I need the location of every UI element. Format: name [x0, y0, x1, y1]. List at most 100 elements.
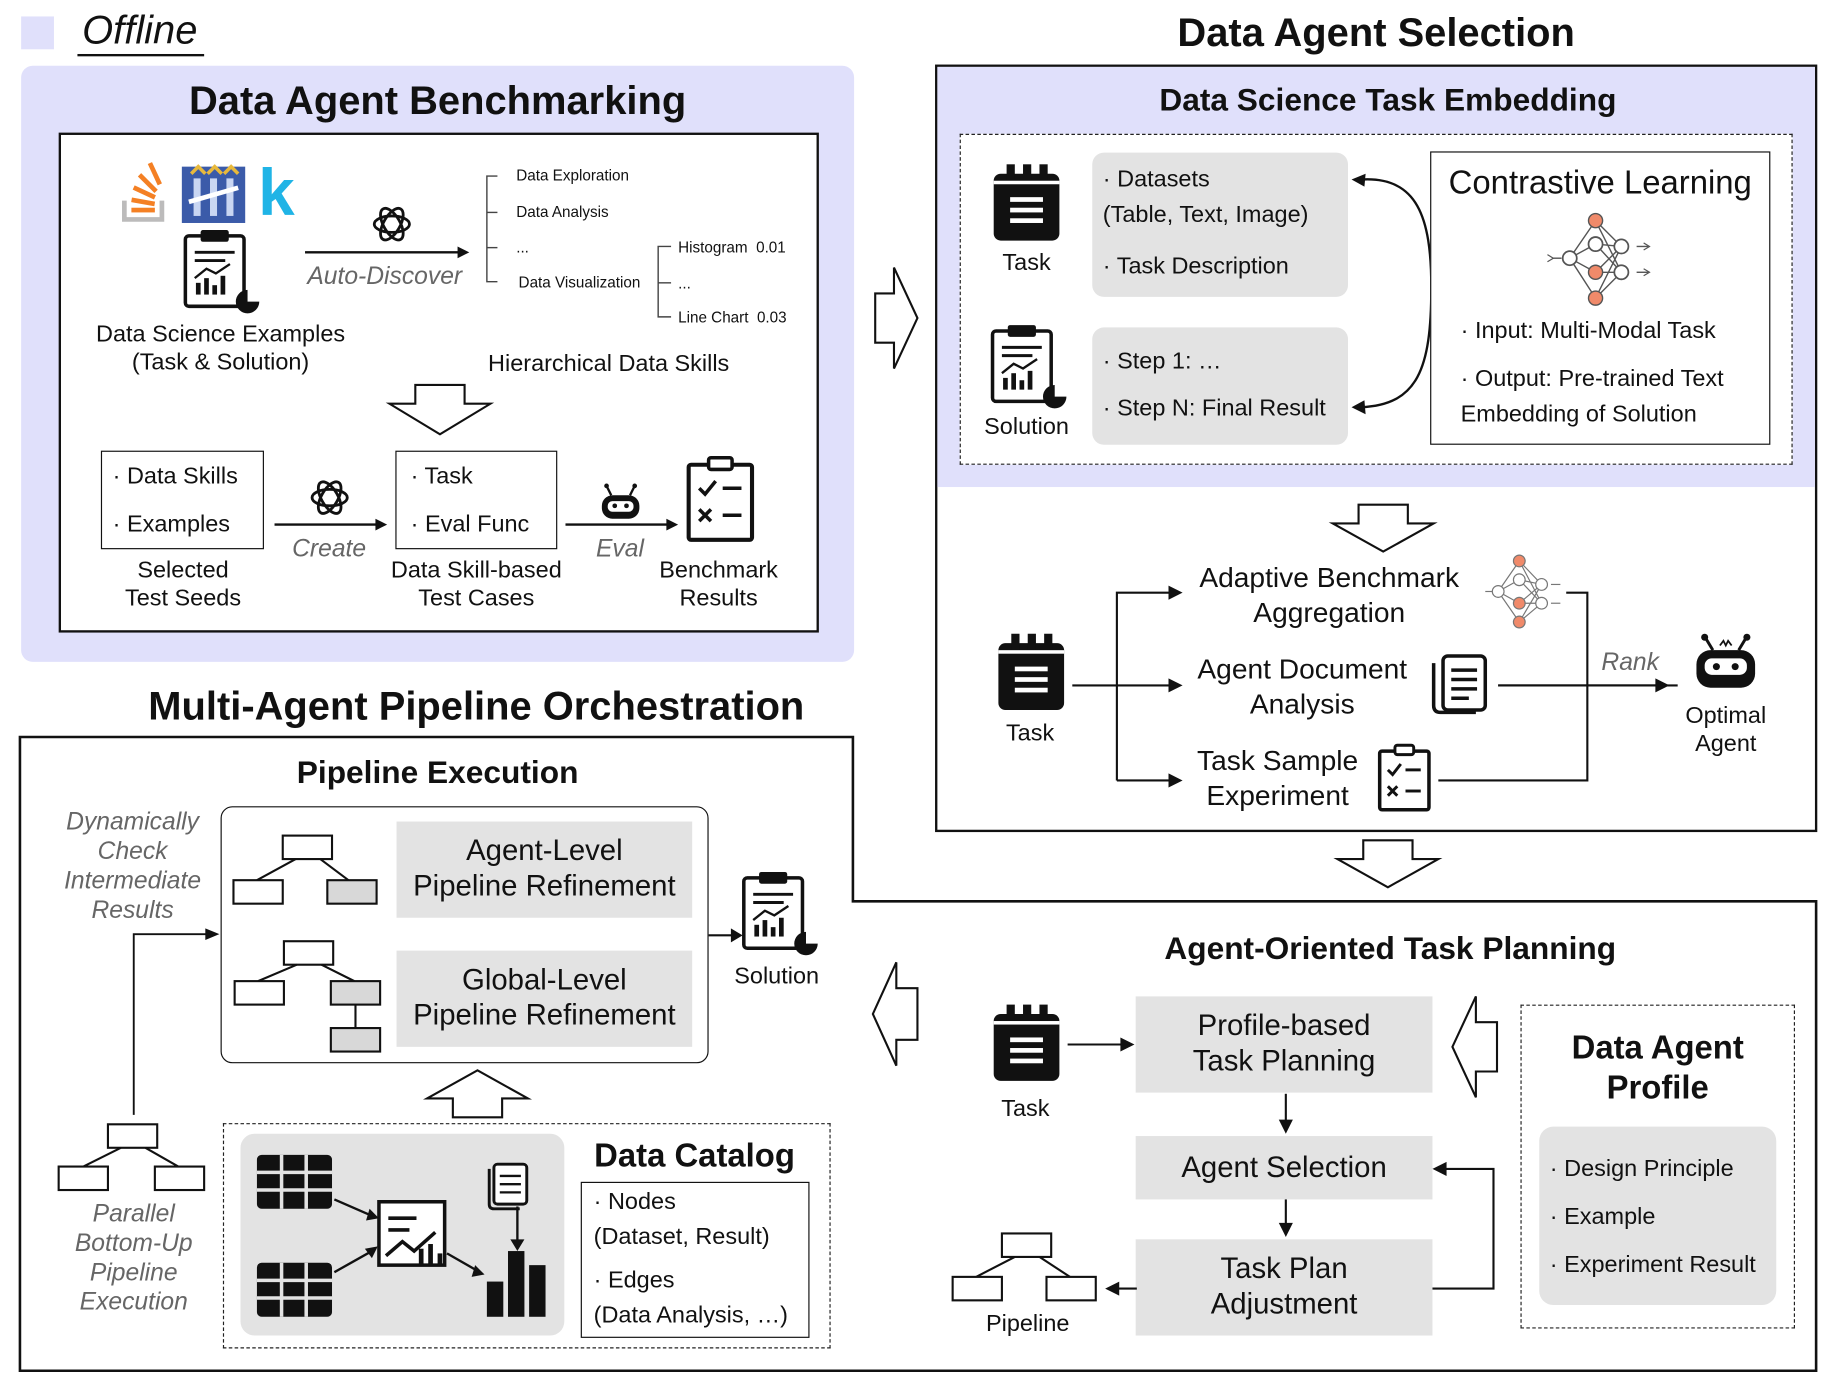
pipeline-tree-icon — [233, 940, 382, 1053]
to-pipeline-arrow — [1105, 1281, 1137, 1296]
checklist-icon — [686, 455, 755, 542]
seed-item-examples: · Examples — [112, 511, 230, 538]
down-connector-arrow — [1278, 1199, 1293, 1237]
left-arrow-icon — [871, 961, 919, 1067]
catalog-edges-detail: (Data Analysis, …) — [593, 1302, 788, 1329]
skill-hierarchy-lines — [486, 175, 672, 318]
stackoverflow-icon — [122, 162, 165, 222]
rank-arrow — [1498, 678, 1670, 693]
data-catalog-box — [222, 1123, 831, 1349]
examples-caption: Data Science Examples(Task & Solution) — [96, 321, 346, 376]
task-label-2: Task — [1005, 720, 1055, 747]
auto-discover-label: Auto-Discover — [307, 262, 463, 290]
task-label-3: Task — [1001, 1096, 1050, 1122]
report-icon — [183, 230, 260, 314]
selection-title: Data Agent Selection — [1177, 10, 1575, 56]
profile-items-box — [1539, 1126, 1777, 1306]
catalog-graph-icon — [256, 1154, 546, 1317]
create-label: Create — [292, 535, 367, 563]
parallel-pipeline-connector — [57, 928, 220, 1192]
down-connector-arrow — [1278, 1093, 1293, 1134]
profile-item-experiment-result: · Experiment Result — [1549, 1252, 1756, 1279]
up-arrow-icon — [422, 1069, 532, 1119]
case-item-eval-func: · Eval Func — [410, 511, 530, 538]
task-label: Task — [1002, 249, 1051, 276]
rank-label: Rank — [1601, 649, 1659, 676]
kaggle-icon: k — [258, 154, 295, 229]
case-item-task: · Task — [410, 463, 473, 490]
offline-label: Offline — [77, 7, 205, 57]
agent-profile-box — [1520, 1004, 1795, 1329]
cl-item-output: · Output: Pre-trained Text — [1460, 366, 1724, 392]
profile-item-design-principle: · Design Principle — [1549, 1155, 1734, 1182]
pipeline-orchestration-title: Multi-Agent Pipeline Orchestration — [148, 684, 805, 729]
profile-item-example: · Example — [1549, 1204, 1656, 1230]
to-solution-arrow — [708, 928, 743, 943]
solution-step-n: · Step N: Final Result — [1102, 395, 1326, 422]
subskill-ellipsis: ... — [678, 274, 691, 293]
down-arrow-icon — [1333, 839, 1443, 889]
hierarchical-skills-caption: Hierarchical Data Skills — [488, 350, 730, 377]
feedback-loop-arrow — [1432, 1161, 1495, 1290]
data-catalog-title: Data Catalog — [594, 1137, 795, 1174]
orchestration-outline — [18, 735, 1818, 1373]
down-arrow-icon — [1328, 503, 1438, 553]
skill-ellipsis: ... — [516, 238, 529, 256]
eval-label: Eval — [595, 535, 644, 563]
create-arrow — [274, 518, 388, 531]
task-planning-title: Agent-Oriented Task Planning — [1164, 930, 1617, 966]
solution-label-2: Solution — [734, 963, 820, 990]
task-to-planning-arrow — [1067, 1037, 1135, 1052]
pipeline-tree-icon — [951, 1232, 1097, 1302]
cl-item-output-cont: Embedding of Solution — [1460, 401, 1697, 428]
task-calendar-icon — [998, 633, 1065, 711]
pipeline-execution-title: Pipeline Execution — [296, 754, 579, 790]
eval-arrow — [565, 518, 679, 531]
auto-discover-arrow — [305, 246, 470, 259]
task-calendar-icon — [993, 1004, 1060, 1081]
subskill-histogram: Histogram 0.01 — [678, 238, 786, 256]
task-item-modalities: (Table, Text, Image) — [1102, 201, 1309, 228]
openai-icon — [372, 206, 411, 242]
task-features-box — [1092, 152, 1349, 297]
offline-legend-swatch — [21, 16, 54, 50]
catalog-nodes-detail: (Dataset, Result) — [593, 1224, 770, 1250]
task-item-description: · Task Description — [1102, 253, 1289, 280]
benchmarking-title: Data Agent Benchmarking — [188, 78, 687, 124]
contrastive-learning-title: Contrastive Learning — [1448, 164, 1752, 201]
task-item-datasets: · Datasets — [1102, 166, 1210, 193]
checklist-icon — [1377, 743, 1431, 812]
solution-report-icon — [990, 325, 1067, 409]
subskill-line-chart: Line Chart 0.03 — [678, 308, 787, 327]
left-arrow-icon — [1451, 995, 1499, 1098]
neural-network-icon — [1485, 554, 1561, 629]
neural-network-icon — [1547, 212, 1651, 306]
test-seeds-box — [100, 450, 264, 550]
seed-item-data-skills: · Data Skills — [112, 463, 238, 490]
task-calendar-icon — [993, 164, 1060, 241]
optimal-agent-robot-icon — [1696, 633, 1756, 688]
solution-steps-box — [1092, 327, 1349, 445]
cl-item-input: · Input: Multi-Modal Task — [1460, 318, 1716, 344]
solution-step-1: · Step 1: … — [1102, 348, 1222, 375]
pipeline-tree-icon — [232, 834, 378, 905]
catalog-edges: · Edges — [593, 1267, 675, 1294]
data-platform-icon — [181, 164, 246, 223]
right-arrow-icon — [874, 267, 919, 369]
catalog-schema-box — [580, 1181, 810, 1338]
contrastive-link-arrows — [1351, 173, 1433, 415]
catalog-nodes: · Nodes — [593, 1188, 676, 1215]
openai-icon — [310, 480, 349, 515]
test-cases-box — [395, 450, 558, 550]
